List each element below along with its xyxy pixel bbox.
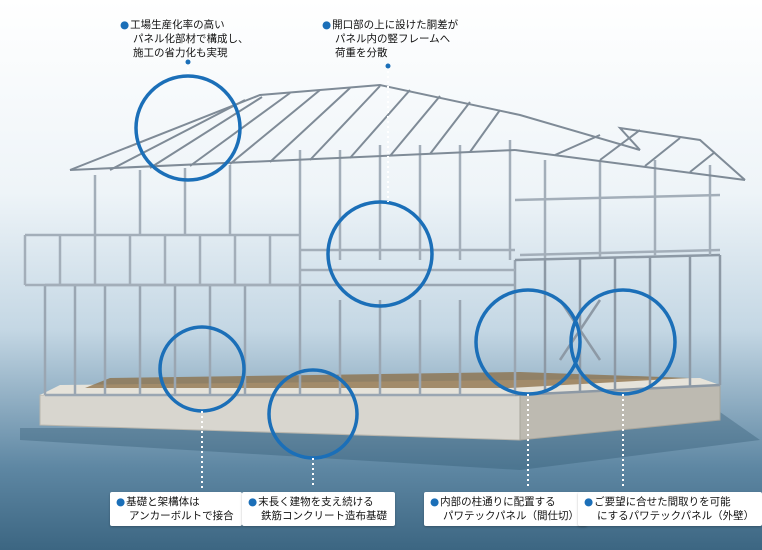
callout-factory-panel: ●工場生産化率の高い パネル化部材で構成し、 施工の省力化も実現	[120, 19, 249, 59]
bullet-icon: ●	[584, 496, 594, 508]
leader-end-dots	[185, 59, 391, 69]
callout-rc-foundation: ●末長く建物を支え続ける 鉄筋コンクリート造布基礎	[242, 492, 395, 526]
bullet-icon: ●	[322, 19, 332, 31]
side-wall-frame	[514, 253, 722, 397]
leader-lines	[187, 62, 624, 488]
ring-roof-panel	[134, 74, 242, 182]
callout-power-panel-inner: ●内部の柱通りに配置する パワテックパネル（間仕切）	[424, 492, 587, 526]
floor-deck	[85, 372, 690, 388]
bullet-icon: ●	[120, 19, 130, 31]
callout-power-panel-outer: ●ご要望に合せた間取りを可能 にするパワテックパネル（外壁）	[578, 492, 762, 526]
callout-anchor-bolt: ●基礎と架構体は アンカーボルトで接合	[110, 492, 242, 526]
ring-opening-beam	[326, 200, 434, 308]
bullet-icon: ●	[116, 496, 126, 508]
highlight-rings	[134, 74, 677, 460]
callout-opening-beam: ●開口部の上に設けた胴差が パネル内の竪フレームへ 荷重を分散	[322, 19, 459, 59]
second-floor-frame	[23, 140, 721, 287]
bullet-icon: ●	[430, 496, 440, 508]
roof-truss-frame	[69, 83, 746, 181]
bullet-icon: ●	[248, 496, 258, 508]
